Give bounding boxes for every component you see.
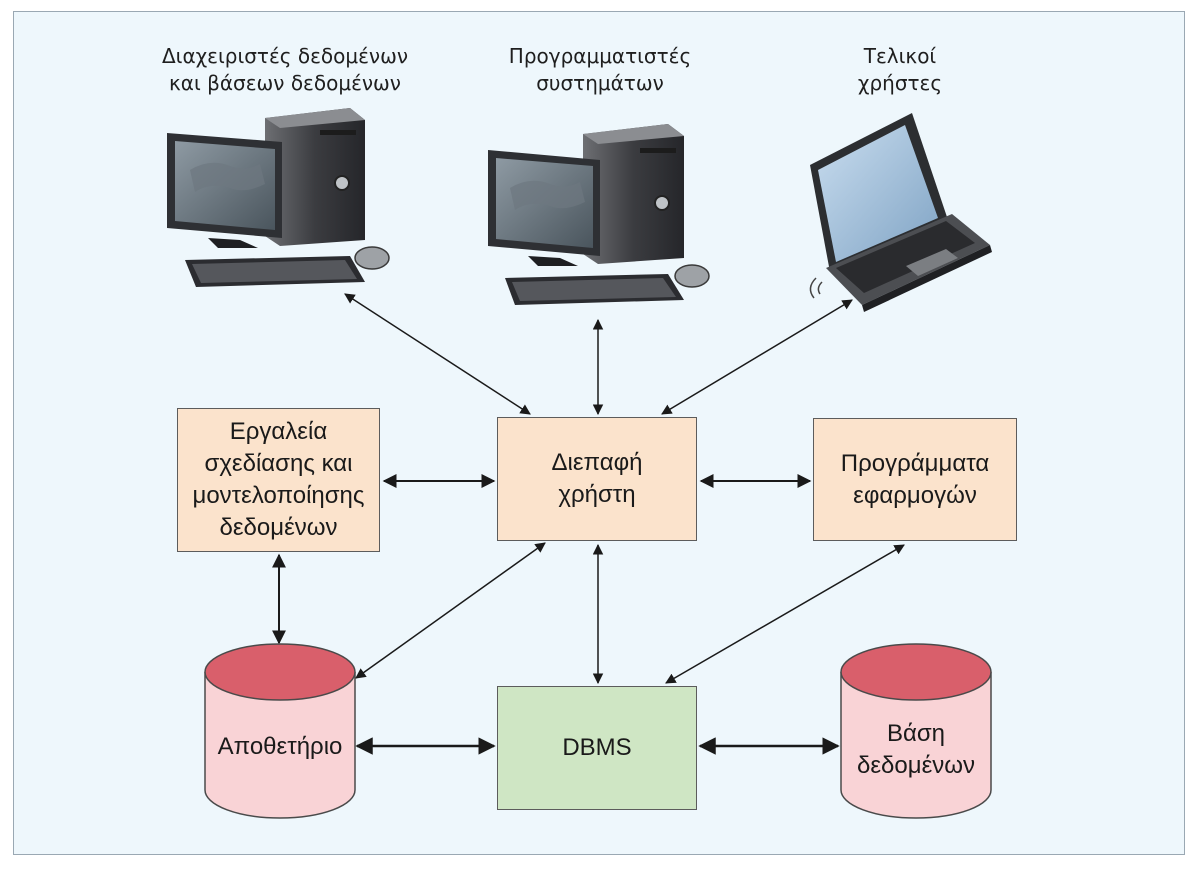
dba-label: Διαχειριστές δεδομένων και βάσεων δεδομέ… — [162, 44, 408, 95]
user-interface-box: Διεπαφή χρήστη — [497, 417, 697, 541]
repository-cylinder — [204, 643, 356, 819]
database-label: Βάση δεδομένων — [856, 720, 976, 779]
desktop-computer-icon — [488, 124, 710, 305]
arrow-endusers-ui — [661, 299, 853, 415]
endusers-label: Τελικοί χρήστες — [857, 44, 943, 95]
database-cylinder — [840, 643, 992, 819]
arrow-ui-repository — [355, 542, 546, 679]
connections — [272, 293, 905, 755]
desktop-computer-icon — [167, 108, 390, 287]
design-tools-box: Εργαλεία σχεδίασης και μοντελοποίησης δε… — [177, 408, 380, 552]
arrow-dba-ui — [344, 293, 531, 415]
app-programs-box: Προγράμματα εφαρμογών — [813, 418, 1017, 541]
laptop-icon — [809, 113, 992, 312]
repository-label: Αποθετήριο — [217, 733, 343, 760]
dbms-box: DBMS — [497, 686, 697, 810]
arrow-apps-dbms — [665, 544, 905, 684]
programmers-label: Προγραμματιστές συστημάτων — [508, 44, 692, 95]
